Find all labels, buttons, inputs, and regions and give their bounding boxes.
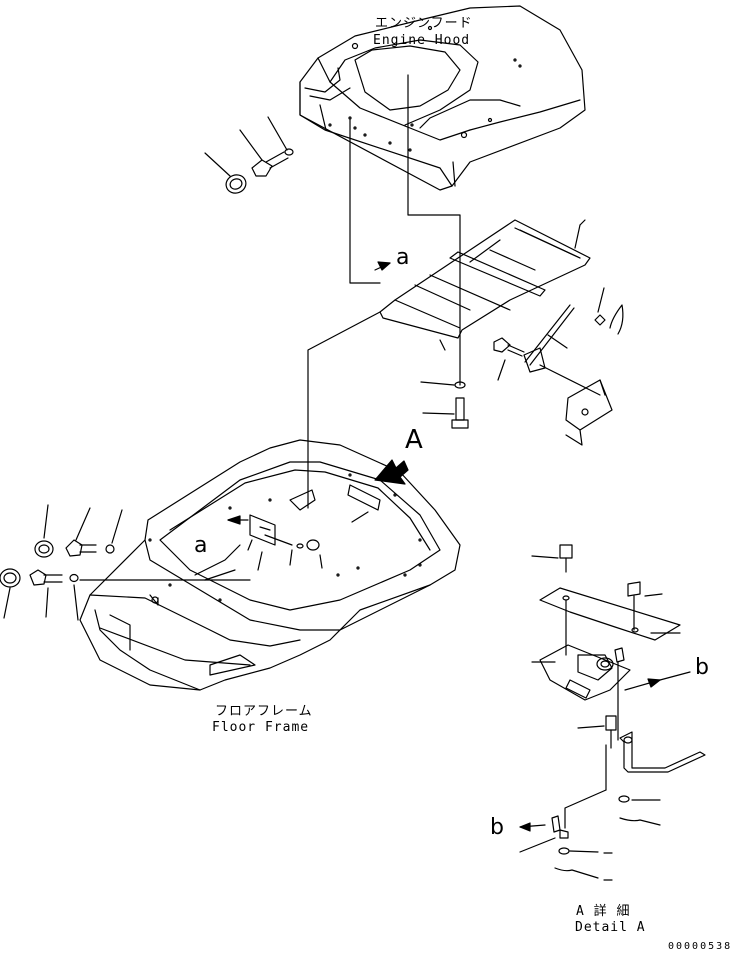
floor-frame-label-jp: フロアフレーム: [215, 704, 313, 719]
ref-letter-a-upper: a: [396, 245, 410, 270]
hood-hardware: [205, 117, 293, 196]
engine-hood-label-en: Engine Hood: [373, 33, 471, 48]
drawing-code: 00000538: [668, 941, 733, 952]
detail-a-assembly: [520, 545, 705, 880]
ref-letter-a-lower: a: [194, 533, 208, 558]
floor-frame-label-en: Floor Frame: [212, 720, 310, 735]
bracket-bolts: [421, 338, 524, 428]
hood-guide-lines: [350, 75, 460, 385]
ref-letter-b-lower: b: [490, 815, 504, 840]
view-a-letter: A: [405, 425, 423, 455]
floor-guide-lines: [80, 312, 380, 580]
floor-hardware: [0, 505, 368, 620]
detail-a-label-en: Detail A: [575, 920, 646, 935]
engine-hood: [300, 6, 585, 190]
gas-strut: [524, 288, 623, 445]
floor-frame: [80, 440, 460, 690]
detail-a-label-jp: A 詳 細: [576, 904, 631, 919]
ref-letter-b-right: b: [695, 655, 709, 680]
engine-hood-label-jp: エンジンフード: [375, 16, 473, 31]
frame-bracket: [380, 220, 590, 350]
view-a-arrow: [375, 460, 408, 484]
